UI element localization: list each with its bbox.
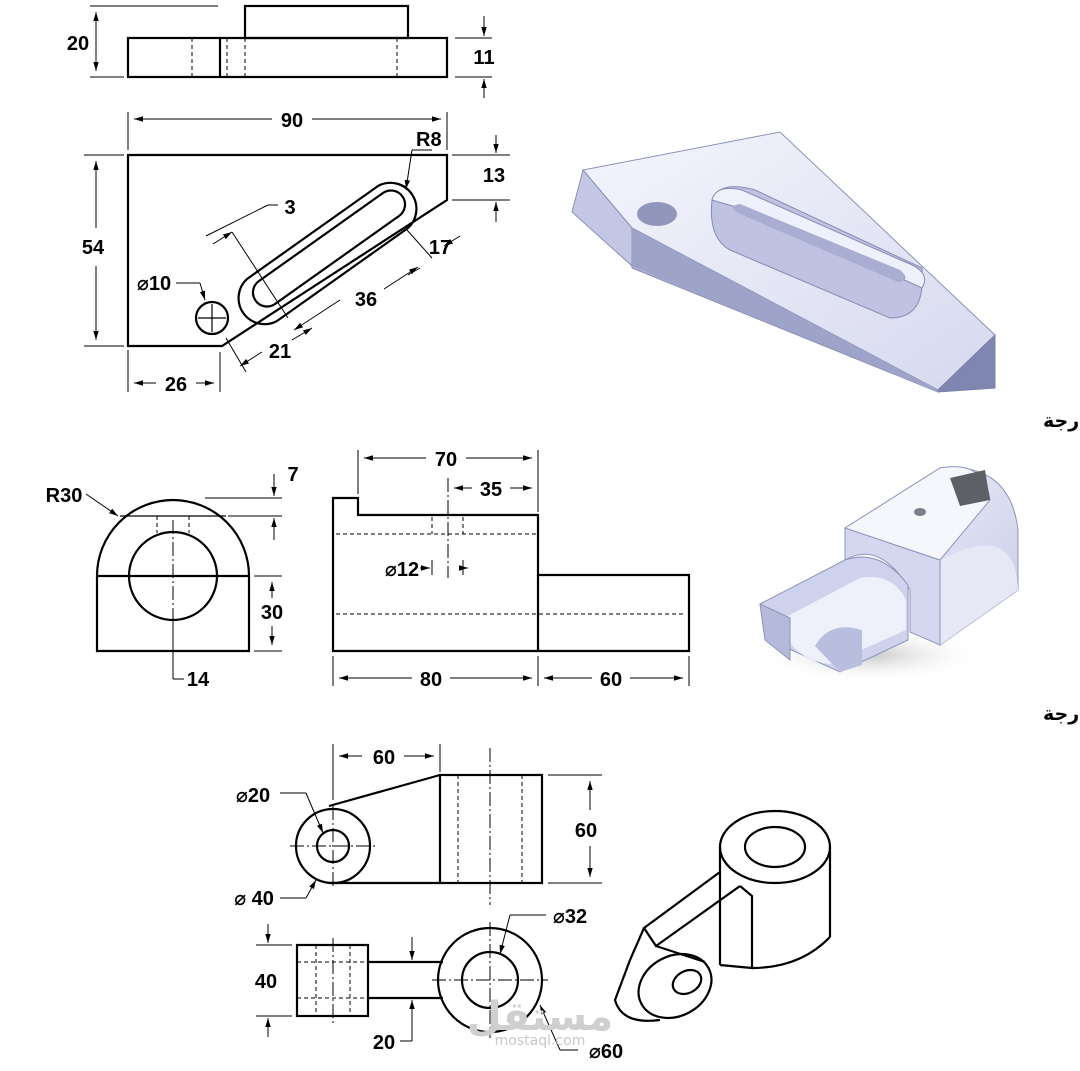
ex12-dim-21: 21 [269,341,291,363]
ex13-dim-7: 7 [287,464,298,486]
ex12-dim-11: 11 [473,47,494,69]
ex14-dim-d20: ⌀20 [236,785,270,807]
ex13-dim-30: 30 [261,602,283,624]
ex13-caption: 13.واحدة الأطوال mm والزوايا درجة [1043,702,1080,725]
ex13-dim-60: 60 [600,669,622,691]
ex14-isometric-view [613,809,832,1022]
ex14-dim-d40: ⌀ 40 [234,888,274,910]
ex14-top-view: ⌀32 40 20 ⌀60 [255,906,623,1063]
ex12-dim-26: 26 [165,374,187,396]
exercise-12: 20 11 90 R8 [67,4,1080,432]
ex12-dim-r8: R8 [416,129,442,151]
watermark-latin: mostaql.com [495,1033,586,1049]
ex13-dim-70: 70 [435,449,457,471]
exercise-13: R30 7 30 14 [46,449,1080,725]
ex12-dim-17: 17 [429,237,451,259]
ex13-3d-render [755,466,1019,683]
mostaql-watermark: مستقل mostaql.com [467,994,613,1049]
ex12-dim-3: 3 [284,197,295,219]
ex13-dim-d12: ⌀12 [385,559,419,581]
ex12-top-view: 90 R8 13 54 3 17 [82,110,510,396]
ex12-dim-20: 20 [67,33,89,55]
ex14-dim-w20: 20 [373,1032,395,1054]
ex12-front-view: 20 11 [67,4,495,98]
ex13-front-view: 70 35 ⌀12 80 60 [331,449,691,691]
ex14-dim-h60: 60 [575,820,597,842]
ex13-dim-r30: R30 [46,485,83,507]
ex13-side-view: R30 7 30 14 [46,464,299,691]
ex12-caption: 12.واحدة الأطوال mm والزوايا درجة [1043,409,1080,432]
ex14-dim-60: 60 [373,747,395,769]
ex14-dim-d32: ⌀32 [553,906,587,928]
ex13-dim-14: 14 [187,669,210,691]
watermark-arabic: مستقل [467,994,613,1040]
ex13-dim-80: 80 [420,669,442,691]
ex13-dim-35: 35 [480,479,502,501]
ex14-dim-w40: 40 [255,971,277,993]
ex12-dim-90: 90 [281,110,303,132]
ex14-dim-d60: ⌀60 [589,1041,623,1063]
ex12-3d-render [571,131,996,393]
ex12-dim-54: 54 [82,237,105,259]
ex12-dim-36: 36 [355,289,377,311]
ex12-dim-13: 13 [483,165,505,187]
ex12-dim-d10: ⌀10 [137,273,171,295]
exercise-14: 60 ⌀20 60 ⌀ 40 [234,744,832,1063]
ex14-front-view: 60 ⌀20 60 ⌀ 40 [234,744,602,910]
